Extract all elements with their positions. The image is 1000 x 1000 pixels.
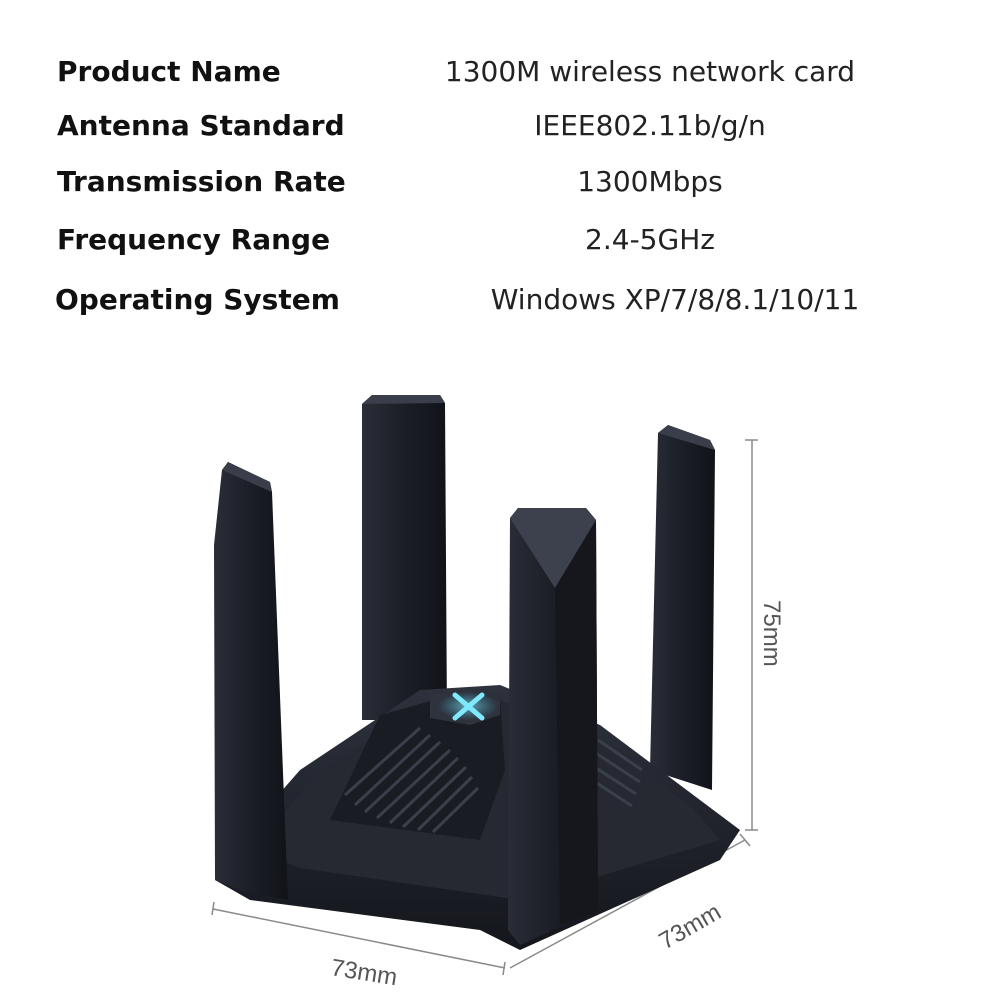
spec-label: Product Name (57, 55, 281, 88)
spec-value: Windows XP/7/8/8.1/10/11 (490, 283, 860, 316)
spec-row-antenna-standard: Antenna Standard IEEE802.11b/g/n (0, 106, 1000, 146)
spec-value: 1300Mbps (577, 165, 723, 198)
dimension-depth-label: 73mm (655, 898, 726, 955)
spec-label: Operating System (55, 283, 340, 316)
x-logo-icon (438, 692, 498, 721)
dimension-width-label: 73mm (329, 954, 399, 991)
spec-row-frequency-range: Frequency Range 2.4-5GHz (0, 220, 1000, 260)
spec-label: Transmission Rate (57, 165, 346, 198)
router-base (215, 685, 740, 950)
dimension-height-label: 75mm (758, 600, 785, 667)
spec-label: Frequency Range (57, 223, 331, 256)
antenna-front-center (508, 508, 598, 945)
spec-row-product-name: Product Name 1300M wireless network card (0, 52, 1000, 92)
antenna-front-left (214, 462, 288, 900)
antenna-back-left (362, 395, 447, 720)
spec-value: 1300M wireless network card (444, 55, 856, 88)
spec-value: 2.4-5GHz (585, 223, 715, 256)
spec-label: Antenna Standard (57, 109, 345, 142)
spec-row-operating-system: Operating System Windows XP/7/8/8.1/10/1… (0, 280, 1000, 320)
spec-row-transmission-rate: Transmission Rate 1300Mbps (0, 162, 1000, 202)
spec-value: IEEE802.11b/g/n (534, 109, 766, 142)
antenna-back-right (650, 425, 715, 790)
